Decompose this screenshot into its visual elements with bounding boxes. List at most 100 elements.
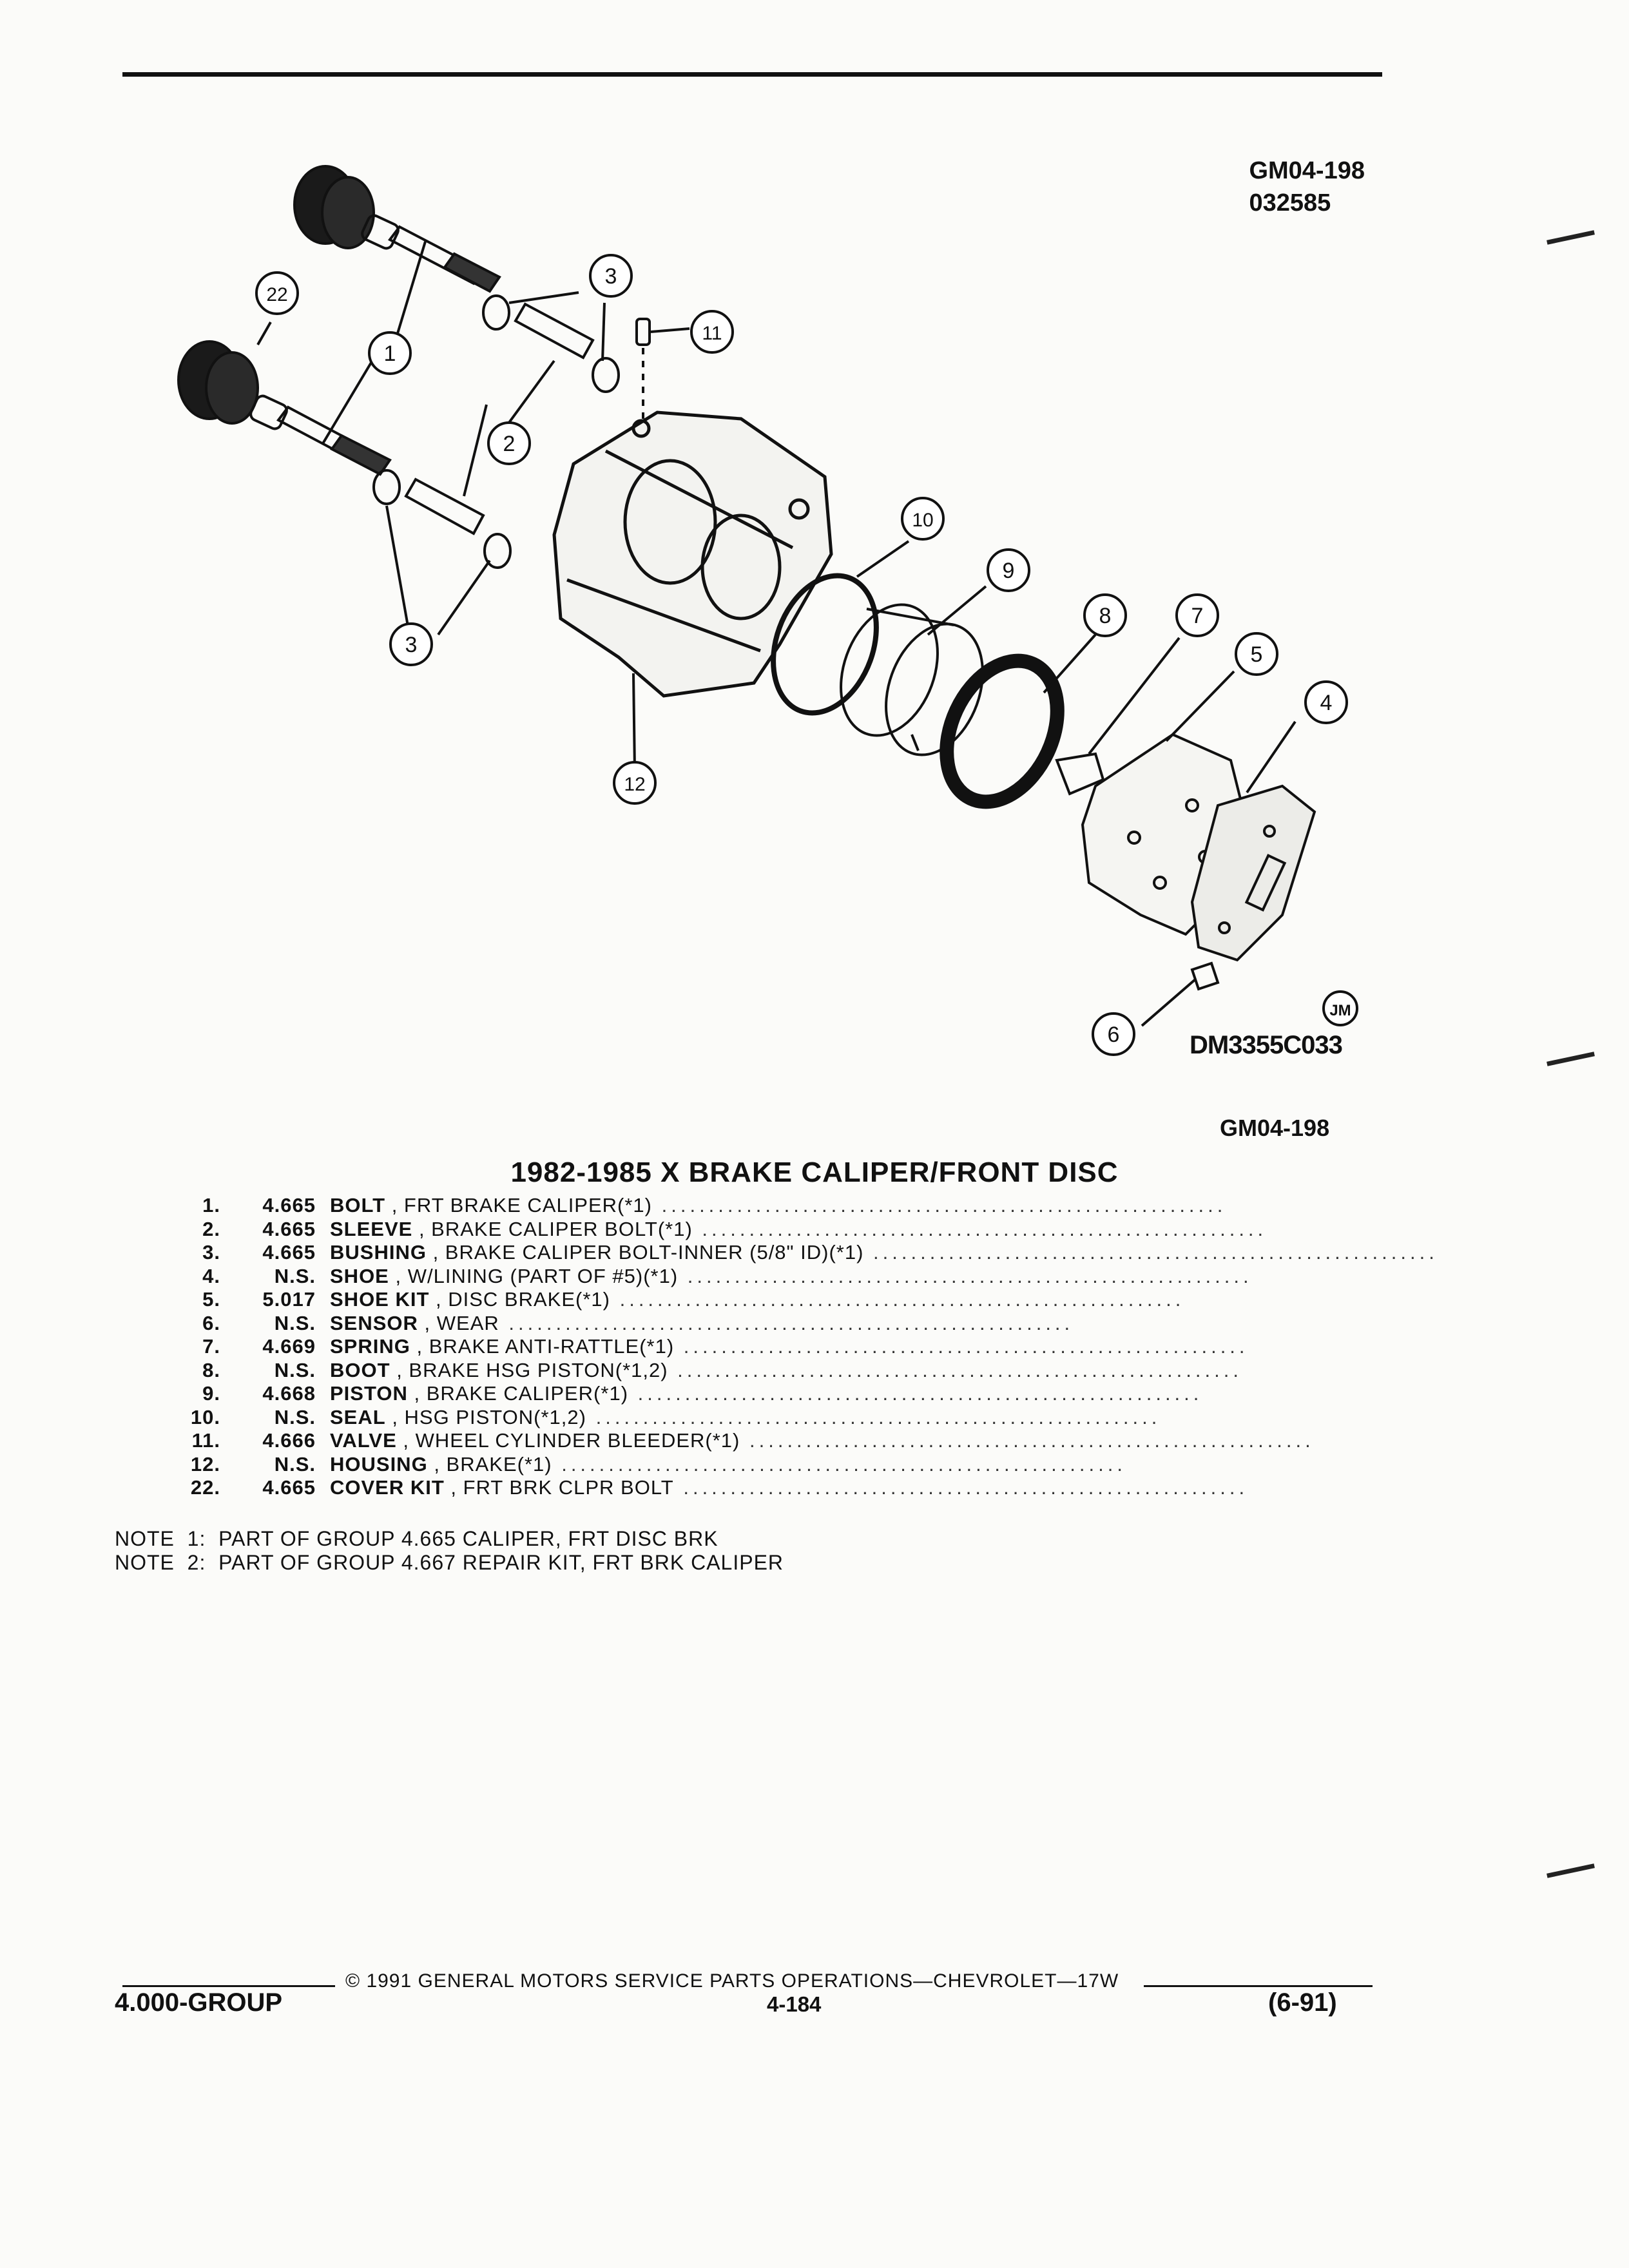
part-name: BOOT bbox=[330, 1358, 390, 1381]
part-detail: , BRAKE CALIPER(*1) bbox=[414, 1382, 629, 1405]
part-name: SLEEVE bbox=[330, 1217, 413, 1240]
group-number: 4.665 bbox=[262, 1194, 316, 1216]
parts-row: 8. N.S. BOOT , BRAKE HSG PISTON(*1,2) ....… bbox=[174, 1359, 1438, 1383]
parts-row: 6.N.S.SENSOR , WEAR ....................… bbox=[174, 1312, 1438, 1336]
part-description: SEAL , HSG PISTON(*1,2) ................… bbox=[330, 1406, 1438, 1430]
leader-dots: ........................................… bbox=[552, 1452, 1126, 1475]
callout-12: 12 bbox=[613, 761, 657, 805]
group-number: N.S. bbox=[274, 1358, 316, 1381]
part-name: HOUSING bbox=[330, 1452, 428, 1475]
callout-5: 5 bbox=[1235, 632, 1278, 676]
svg-text:3: 3 bbox=[405, 633, 418, 657]
svg-text:7: 7 bbox=[1191, 604, 1204, 628]
note-1: NOTE 1: PART OF GROUP 4.665 CALIPER, FRT… bbox=[115, 1527, 718, 1550]
callout-2: 2 bbox=[487, 421, 531, 465]
group-number: 4.669 bbox=[262, 1335, 316, 1358]
page-number: 4-184 bbox=[767, 1992, 822, 2016]
svg-text:1: 1 bbox=[384, 341, 396, 366]
drawing-date: 032585 bbox=[1249, 189, 1331, 216]
brake-piston bbox=[840, 603, 984, 756]
artist-stamp: JM bbox=[1322, 990, 1358, 1026]
part-detail: , FRT BRAKE CALIPER(*1) bbox=[391, 1194, 652, 1216]
part-detail: , HSG PISTON(*1,2) bbox=[392, 1405, 586, 1428]
part-description: VALVE , WHEEL CYLINDER BLEEDER(*1) .....… bbox=[330, 1429, 1438, 1453]
callout-1: 1 bbox=[368, 331, 412, 375]
item-number: 5. bbox=[202, 1288, 220, 1311]
bushing-upper-b bbox=[592, 357, 620, 393]
item-number: 1. bbox=[202, 1194, 220, 1216]
parts-row: 9. 4.668 PISTON , BRAKE CALIPER(*1) ......… bbox=[174, 1382, 1438, 1406]
leader-dots: ........................................… bbox=[628, 1382, 1203, 1405]
group-number: 4.665 bbox=[262, 1476, 316, 1499]
part-name: SENSOR bbox=[330, 1311, 418, 1334]
leader-dots: ........................................… bbox=[610, 1288, 1185, 1311]
bushing-lower-a bbox=[372, 469, 401, 505]
parts-row: 7. 4.669 SPRING , BRAKE ANTI-RATTLE(*1) ..… bbox=[174, 1335, 1438, 1359]
group-number: 4.665 bbox=[262, 1217, 316, 1240]
part-description: COVER KIT , FRT BRK CLPR BOLT ..........… bbox=[330, 1476, 1438, 1500]
group-number: N.S. bbox=[274, 1311, 316, 1334]
item-number: 11. bbox=[191, 1429, 220, 1452]
group-number: 5.017 bbox=[262, 1288, 316, 1311]
svg-text:5: 5 bbox=[1251, 642, 1263, 667]
svg-text:4: 4 bbox=[1320, 691, 1333, 715]
shoe-with-lining bbox=[1190, 784, 1316, 962]
page-title: 1982-1985 X BRAKE CALIPER/FRONT DISC bbox=[510, 1157, 1119, 1188]
part-detail: , WEAR bbox=[424, 1311, 499, 1334]
group-number: N.S. bbox=[274, 1452, 316, 1475]
part-description: SHOE , W/LINING (PART OF #5)(*1) .......… bbox=[330, 1265, 1438, 1289]
part-detail: , BRAKE(*1) bbox=[434, 1452, 552, 1475]
part-detail: , W/LINING (PART OF #5)(*1) bbox=[395, 1264, 679, 1287]
copyright-line: © 1991 GENERAL MOTORS SERVICE PARTS OPER… bbox=[345, 1970, 1119, 1992]
item-number: 8. bbox=[202, 1358, 220, 1381]
caliper-housing bbox=[552, 410, 833, 698]
part-description: BOOT , BRAKE HSG PISTON(*1,2) ..........… bbox=[330, 1359, 1438, 1383]
reference-code: GM04-198 bbox=[1220, 1115, 1330, 1141]
callout-7: 7 bbox=[1175, 593, 1219, 637]
leader-dots: ........................................… bbox=[740, 1429, 1315, 1452]
parts-row: 4.N.S.SHOE , W/LINING (PART OF #5)(*1) .… bbox=[174, 1265, 1438, 1289]
part-name: SEAL bbox=[330, 1405, 386, 1428]
drawing-number: DM3355C033 bbox=[1190, 1031, 1343, 1059]
svg-text:JM: JM bbox=[1329, 1002, 1351, 1019]
part-name: SPRING bbox=[330, 1335, 410, 1358]
part-name: PISTON bbox=[330, 1382, 408, 1405]
svg-text:3: 3 bbox=[605, 264, 617, 289]
top-rule bbox=[122, 72, 1382, 77]
part-detail: , FRT BRK CLPR BOLT bbox=[450, 1476, 674, 1499]
wear-sensor bbox=[1190, 961, 1220, 991]
notes: NOTE 1: PART OF GROUP 4.665 CALIPER, FRT… bbox=[115, 1527, 784, 1575]
group-number: N.S. bbox=[274, 1405, 316, 1428]
part-detail: , BRAKE CALIPER BOLT-INNER (5/8" ID)(*1) bbox=[432, 1241, 864, 1264]
sleeve-lower bbox=[404, 477, 485, 535]
part-detail: , BRAKE CALIPER BOLT(*1) bbox=[418, 1217, 693, 1240]
part-description: SPRING , BRAKE ANTI-RATTLE(*1) .........… bbox=[330, 1335, 1438, 1359]
item-number: 3. bbox=[202, 1241, 220, 1264]
caliper-bolt-upper bbox=[361, 214, 501, 293]
drawing-code-block: GM04-198 032585 bbox=[1249, 155, 1365, 219]
revision-date: (6-91) bbox=[1268, 1988, 1337, 2017]
leader-dots: ........................................… bbox=[586, 1405, 1161, 1428]
leader-dots: ........................................… bbox=[668, 1358, 1242, 1381]
svg-text:10: 10 bbox=[912, 510, 933, 531]
leader-dots: ........................................… bbox=[499, 1311, 1074, 1334]
item-number: 9. bbox=[202, 1382, 220, 1405]
group-number: 4.665 bbox=[262, 1241, 316, 1264]
footer-rule-right bbox=[1144, 1985, 1373, 1987]
svg-text:8: 8 bbox=[1099, 604, 1112, 628]
bushing-upper-a bbox=[482, 294, 510, 331]
svg-text:6: 6 bbox=[1108, 1023, 1120, 1047]
part-description: SENSOR , WEAR ..........................… bbox=[330, 1312, 1438, 1336]
item-number: 10. bbox=[190, 1405, 220, 1428]
callout-8: 8 bbox=[1083, 593, 1127, 637]
leader-dots: ........................................… bbox=[652, 1194, 1227, 1216]
exploded-parts-diagram: 1 2 3 3 4 5 6 7 8 9 10 11 12 22 JM bbox=[177, 165, 1358, 1056]
piston-seal bbox=[771, 573, 879, 716]
group-number: 4.668 bbox=[262, 1382, 316, 1405]
sleeve-upper bbox=[514, 302, 595, 360]
item-number: 7. bbox=[202, 1335, 220, 1358]
